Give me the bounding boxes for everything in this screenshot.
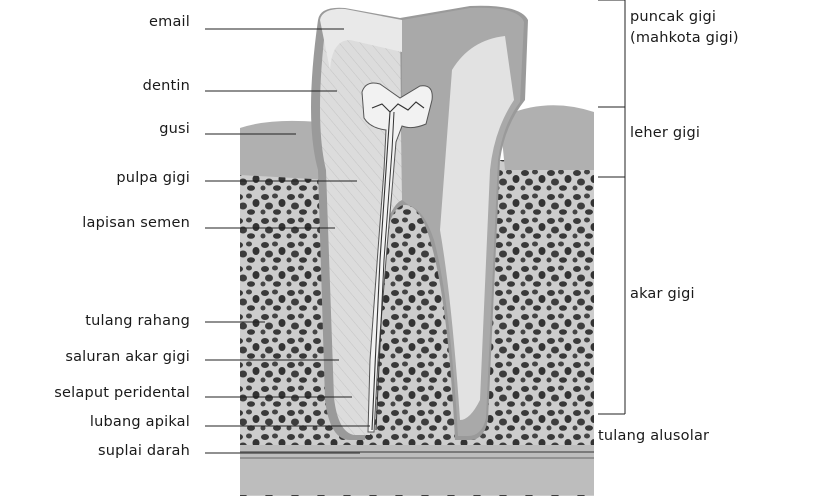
label-mahkota-gigi: (mahkota gigi) bbox=[630, 29, 739, 47]
label-saluran-akar-gigi: saluran akar gigi bbox=[65, 348, 190, 366]
label-pulpa-gigi: pulpa gigi bbox=[116, 169, 190, 187]
label-tulang-rahang: tulang rahang bbox=[85, 312, 190, 330]
label-email: email bbox=[149, 13, 190, 31]
label-leher-gigi: leher gigi bbox=[630, 124, 700, 142]
label-akar-gigi: akar gigi bbox=[630, 285, 695, 303]
label-puncak-gigi: puncak gigi bbox=[630, 8, 716, 26]
label-dentin: dentin bbox=[143, 77, 190, 95]
label-tulang-alusolar: tulang alusolar bbox=[598, 427, 709, 445]
label-selaput-peridental: selaput peridental bbox=[54, 384, 190, 402]
label-lubang-apikal: lubang apikal bbox=[90, 413, 190, 431]
label-lapisan-semen: lapisan semen bbox=[82, 214, 190, 232]
right-brackets bbox=[598, 0, 625, 414]
label-gusi: gusi bbox=[159, 120, 190, 138]
label-suplai-darah: suplai darah bbox=[98, 442, 190, 460]
